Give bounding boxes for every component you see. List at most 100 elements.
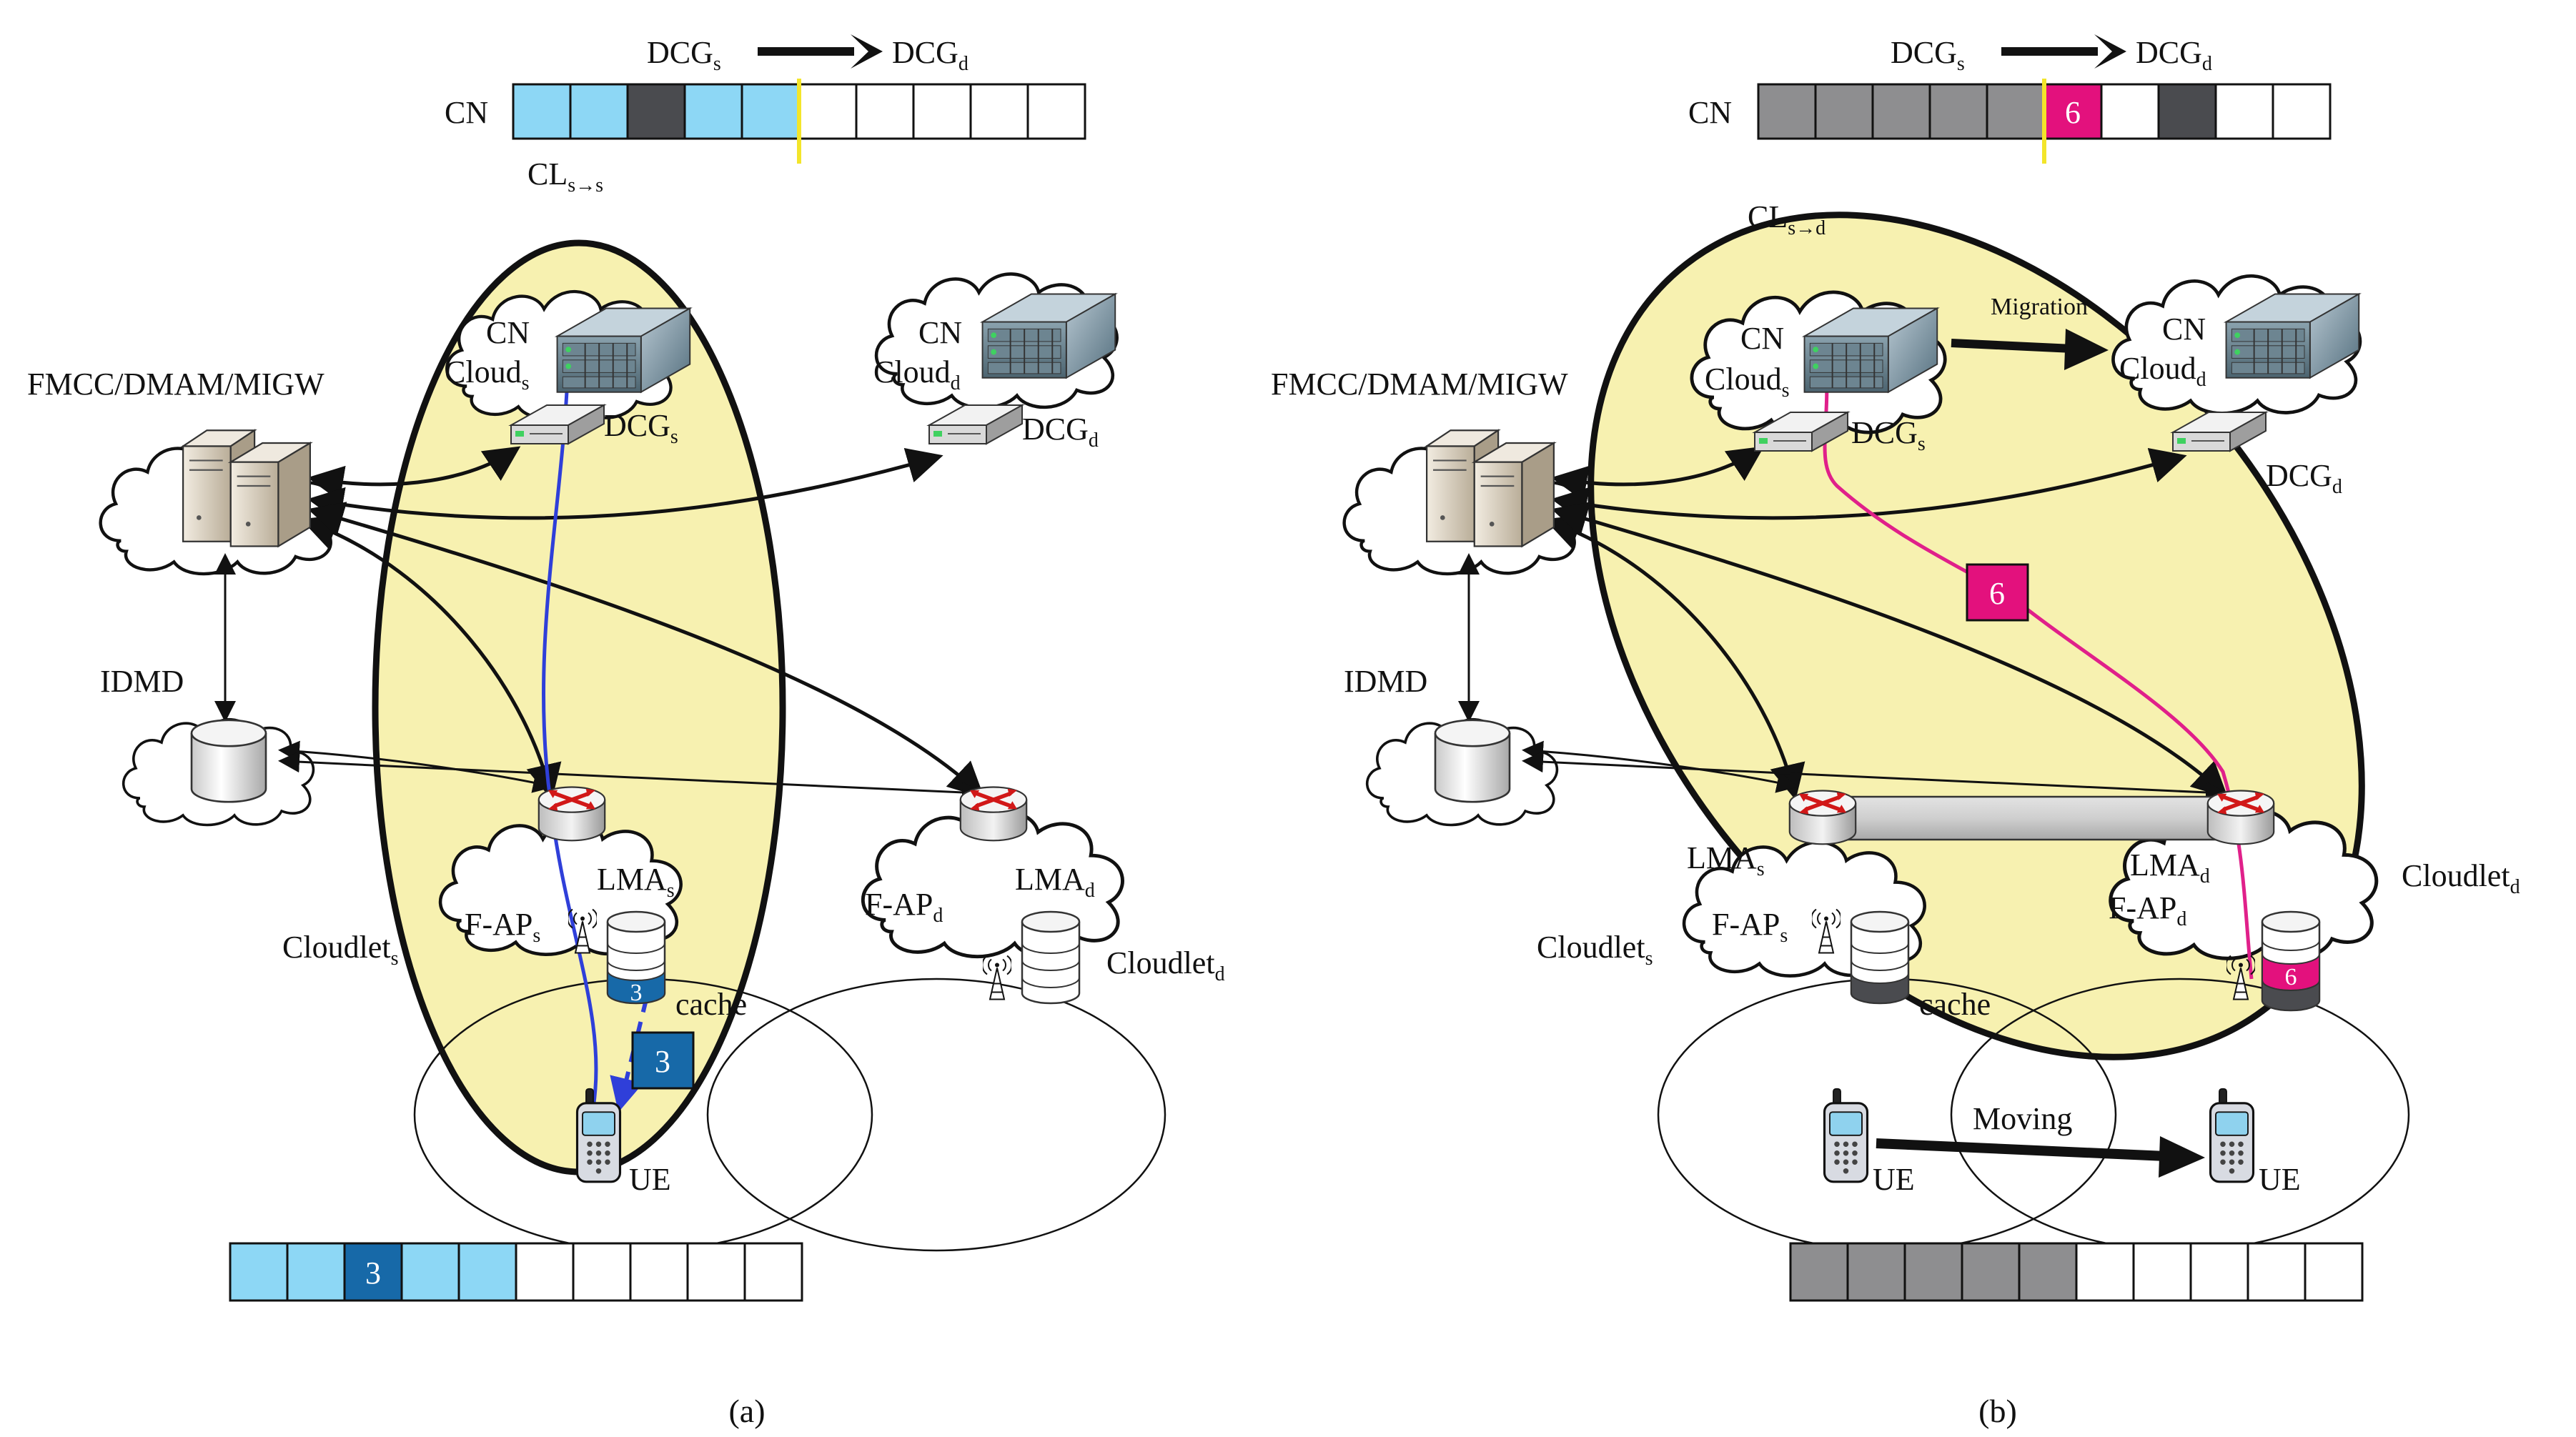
cn-bar-a (512, 79, 1086, 164)
lma-d-a-label: LMAd (1015, 862, 1095, 902)
cloud-d-b-cloud: Cloudd (2119, 351, 2206, 391)
ue-left-b-mobile-phone-icon (1823, 1088, 1869, 1183)
idmd-label-a: IDMD (100, 664, 184, 699)
cache-stack-s-b-cache-stack-icon (1850, 910, 1910, 1005)
fap-d-a-antenna-icon (983, 955, 1011, 1000)
uebar-a-cell-9 (686, 1242, 746, 1302)
cl-label-b: CLs→d (1748, 199, 1826, 239)
moving-arrow-head-b (2159, 1136, 2205, 1178)
cn-bar-b: 6 (1757, 79, 2332, 164)
cnbar-a-cell-5 (740, 83, 801, 140)
uebar-b-cell-10 (2304, 1242, 2364, 1302)
dcg-s-a-label: DCGs (604, 408, 678, 448)
dcg-arrow-head-b (2094, 34, 2126, 69)
panel-a: 3 3 UE FMCC/DMAM/MIGW IDMD CN Clouds CN … (27, 34, 1225, 1429)
lma-s-a-router-icon (539, 787, 605, 841)
cnbar-a-cell-9 (969, 83, 1029, 140)
packet-box-a-value: 3 (655, 1044, 670, 1079)
dcg-to-b: DCGd (2136, 35, 2212, 75)
route-blue-a (541, 357, 598, 1108)
cnbar-a-cell-4 (683, 83, 743, 140)
idmd-db-b-database-cylinder-icon (1434, 719, 1511, 803)
migration-arrow-head-b (2064, 329, 2109, 370)
cnbar-b-cell-8 (2157, 83, 2217, 140)
cloudlet-s-a-label: Cloudlets (282, 930, 398, 970)
cloud-s-a-cn: CN (486, 315, 530, 350)
cnbar-a-cell-3 (626, 83, 686, 140)
cache-stack-d-b-cache-stack-icon: 6 (2261, 910, 2321, 1012)
uebar-b-cell-8 (2189, 1242, 2249, 1302)
cloud-s-b-cn: CN (1740, 321, 1784, 356)
fap-d-b-label: F-APd (2109, 890, 2186, 930)
uebar-b-cell-7 (2132, 1242, 2192, 1302)
uebar-a-cell-6 (515, 1242, 575, 1302)
cnbar-a-cell-10 (1026, 83, 1086, 140)
cache-packet-a: 3 (630, 980, 643, 1006)
packet-box-a (631, 1031, 695, 1090)
lma-d-a-router-icon (961, 787, 1026, 841)
idmd-db-a-database-cylinder-icon (190, 719, 267, 803)
packet-box-b-value: 6 (1989, 576, 2005, 611)
ue-a-mobile-phone-icon (575, 1088, 622, 1183)
moving-label-b: Moving (1973, 1101, 2072, 1136)
lma-s-a-label: LMAs (597, 862, 675, 902)
caption-a: (a) (728, 1393, 765, 1429)
uebar-b-cell-5 (2018, 1242, 2078, 1302)
cnbar-a-cell-8 (912, 83, 972, 140)
cnbar-b-cell-4 (1928, 83, 1988, 140)
cnbar-b-cell-6-value: 6 (2065, 95, 2081, 130)
cnbar-a-cell-7 (855, 83, 915, 140)
cloudlet-d-b-label: Cloudletd (2402, 858, 2520, 898)
uebar-b-cell-4 (1961, 1242, 2021, 1302)
ue-right-label-b: UE (2259, 1162, 2301, 1197)
cloud-d-a-cloud: Cloudd (873, 354, 961, 394)
fmcc-label-a: FMCC/DMAM/MIGW (27, 367, 325, 402)
cache-stack-s-a-cache-stack-icon: 3 (606, 910, 666, 1006)
uebar-b-cell-2 (1846, 1242, 1906, 1302)
cloud-s-b-cloud: Clouds (1705, 362, 1789, 402)
moving-arrow-b (1876, 1138, 2166, 1161)
fap-s-b-label: F-APs (1712, 907, 1788, 947)
cnbar-a-cell-2 (569, 83, 629, 140)
tunnel-b (1828, 795, 2231, 841)
panel-b: Migration 6 (1271, 34, 2520, 1429)
coverage-circle-d-a (706, 978, 1166, 1252)
dcg-arrow-head-a (851, 34, 883, 69)
ue-left-label-b: UE (1873, 1162, 1915, 1197)
uebar-b-cell-6 (2075, 1242, 2135, 1302)
ue-bar-a: 3 (229, 1242, 803, 1302)
uebar-a-cell-8 (629, 1242, 689, 1302)
fap-s-a-label: F-APs (465, 907, 540, 947)
uebar-a-cell-10 (743, 1242, 803, 1302)
cache-label-b: cache (1919, 987, 1991, 1022)
cn-bar-label-a: CN (445, 95, 488, 130)
lma-d-b-label: LMAd (2130, 847, 2210, 887)
packet-box-b (1966, 563, 2029, 622)
cnbar-a-cell-6 (798, 83, 858, 140)
cnbar-b-cell-2 (1814, 83, 1874, 140)
cloud-d-a-cn: CN (918, 315, 962, 350)
lma-d-b-router-icon (2208, 791, 2274, 845)
cloudlet-s-b-label: Cloudlets (1537, 930, 1653, 970)
uebar-b-cell-1 (1789, 1242, 1849, 1302)
cache-packet-b: 6 (2285, 964, 2297, 990)
uebar-a-cell-5 (457, 1242, 517, 1302)
ue-bar-b (1789, 1242, 2364, 1302)
uebar-a-cell-7 (572, 1242, 632, 1302)
uebar-a-cell-4 (400, 1242, 460, 1302)
caption-b: (b) (1978, 1393, 2017, 1429)
fmcc-server-a-dual-server-icon (182, 429, 312, 547)
dcg-from-a: DCGs (647, 35, 721, 75)
uebar-a-cell-1 (229, 1242, 289, 1302)
dcg-d-a-gateway-box-icon (928, 404, 1023, 444)
fap-d-a-label: F-APd (865, 887, 943, 927)
uebar-b-cell-3 (1903, 1242, 1963, 1302)
cnbar-a-cell-1 (512, 83, 572, 140)
cloud-d-b-cn: CN (2162, 312, 2206, 347)
lma-s-b-label: LMAs (1687, 840, 1765, 880)
dcg-to-a: DCGd (892, 35, 969, 75)
cl-label-a: CLs→s (527, 156, 603, 197)
cloudlet-d-a-label: Cloudletd (1106, 945, 1225, 985)
cnbar-b-cell-10 (2272, 83, 2332, 140)
cnbar-b-cell-7 (2100, 83, 2160, 140)
